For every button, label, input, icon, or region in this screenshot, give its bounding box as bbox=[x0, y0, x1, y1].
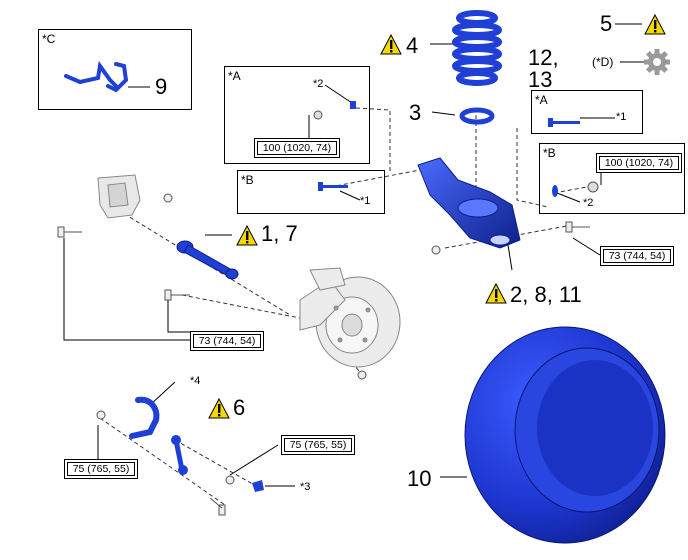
star-4: *4 bbox=[190, 375, 201, 387]
callout-5: 5 bbox=[600, 11, 613, 36]
callout-4: 4 bbox=[406, 33, 419, 58]
inset-box-a-right bbox=[531, 90, 643, 134]
toe-control-link bbox=[176, 240, 239, 280]
torque-spec-75-right: 75 (765, 55) bbox=[281, 435, 355, 455]
note-a-right: *A bbox=[535, 93, 548, 107]
inset-box-b-right bbox=[539, 143, 685, 214]
frame-bracket bbox=[97, 174, 141, 219]
nut-b-right bbox=[552, 181, 599, 197]
callout-6: 6 bbox=[233, 395, 246, 420]
note-b-right: *B bbox=[543, 146, 556, 160]
star-d-note: (*D) bbox=[592, 55, 614, 69]
warning-triangle-icon bbox=[644, 13, 666, 35]
warning-triangle-icon bbox=[236, 224, 258, 246]
stabilizer-link-nut bbox=[252, 480, 264, 492]
torque-spec-73-right: 73 (744, 54) bbox=[600, 246, 674, 266]
star-1-b: *1 bbox=[360, 195, 371, 207]
callout-1-7: 1, 7 bbox=[261, 221, 298, 246]
warning-triangle-icon bbox=[208, 397, 230, 419]
star-3: *3 bbox=[300, 481, 311, 493]
coil-spring bbox=[452, 10, 502, 86]
note-c-box: *C bbox=[42, 32, 56, 46]
bolt-a-inset bbox=[313, 101, 356, 120]
torque-spec-100-a: 100 (1020, 74) bbox=[254, 138, 340, 158]
steering-knuckle-hub bbox=[299, 267, 401, 368]
stabilizer-bar-inset bbox=[64, 60, 129, 93]
star-2-a: *2 bbox=[313, 78, 324, 90]
stabilizer-link bbox=[171, 435, 188, 475]
warning-triangle-icon bbox=[485, 282, 507, 304]
torque-spec-73-left: 73 (744, 54) bbox=[190, 331, 264, 351]
inset-box-c bbox=[38, 29, 192, 110]
bolt-a-right bbox=[548, 118, 580, 127]
stabilizer-bar bbox=[129, 396, 160, 439]
solid-leaders bbox=[63, 23, 644, 487]
bolts-misc bbox=[57, 193, 590, 516]
bolt-b-inset bbox=[318, 182, 348, 191]
spring-insulator bbox=[459, 107, 495, 125]
inset-box-b bbox=[237, 170, 385, 214]
note-b-box: *B bbox=[241, 173, 254, 187]
warning-triangle-icon bbox=[380, 33, 402, 55]
torque-spec-100-b: 100 (1020, 74) bbox=[596, 153, 682, 173]
lower-suspension-arm bbox=[417, 157, 521, 249]
inset-box-a bbox=[224, 66, 370, 164]
callout-2-8-11: 2, 8, 11 bbox=[510, 282, 582, 307]
torque-spec-75-left: 75 (765, 55) bbox=[64, 459, 138, 479]
star-2-right: *2 bbox=[583, 197, 594, 209]
callout-10: 10 bbox=[407, 466, 432, 491]
callout-3: 3 bbox=[409, 100, 422, 125]
tire bbox=[464, 326, 666, 544]
gear-icon bbox=[644, 49, 670, 75]
note-a-box: *A bbox=[228, 69, 241, 83]
callout-9: 9 bbox=[155, 74, 168, 99]
star-1-right: *1 bbox=[616, 111, 627, 123]
callout-12-13: 12, 13 bbox=[528, 45, 559, 92]
